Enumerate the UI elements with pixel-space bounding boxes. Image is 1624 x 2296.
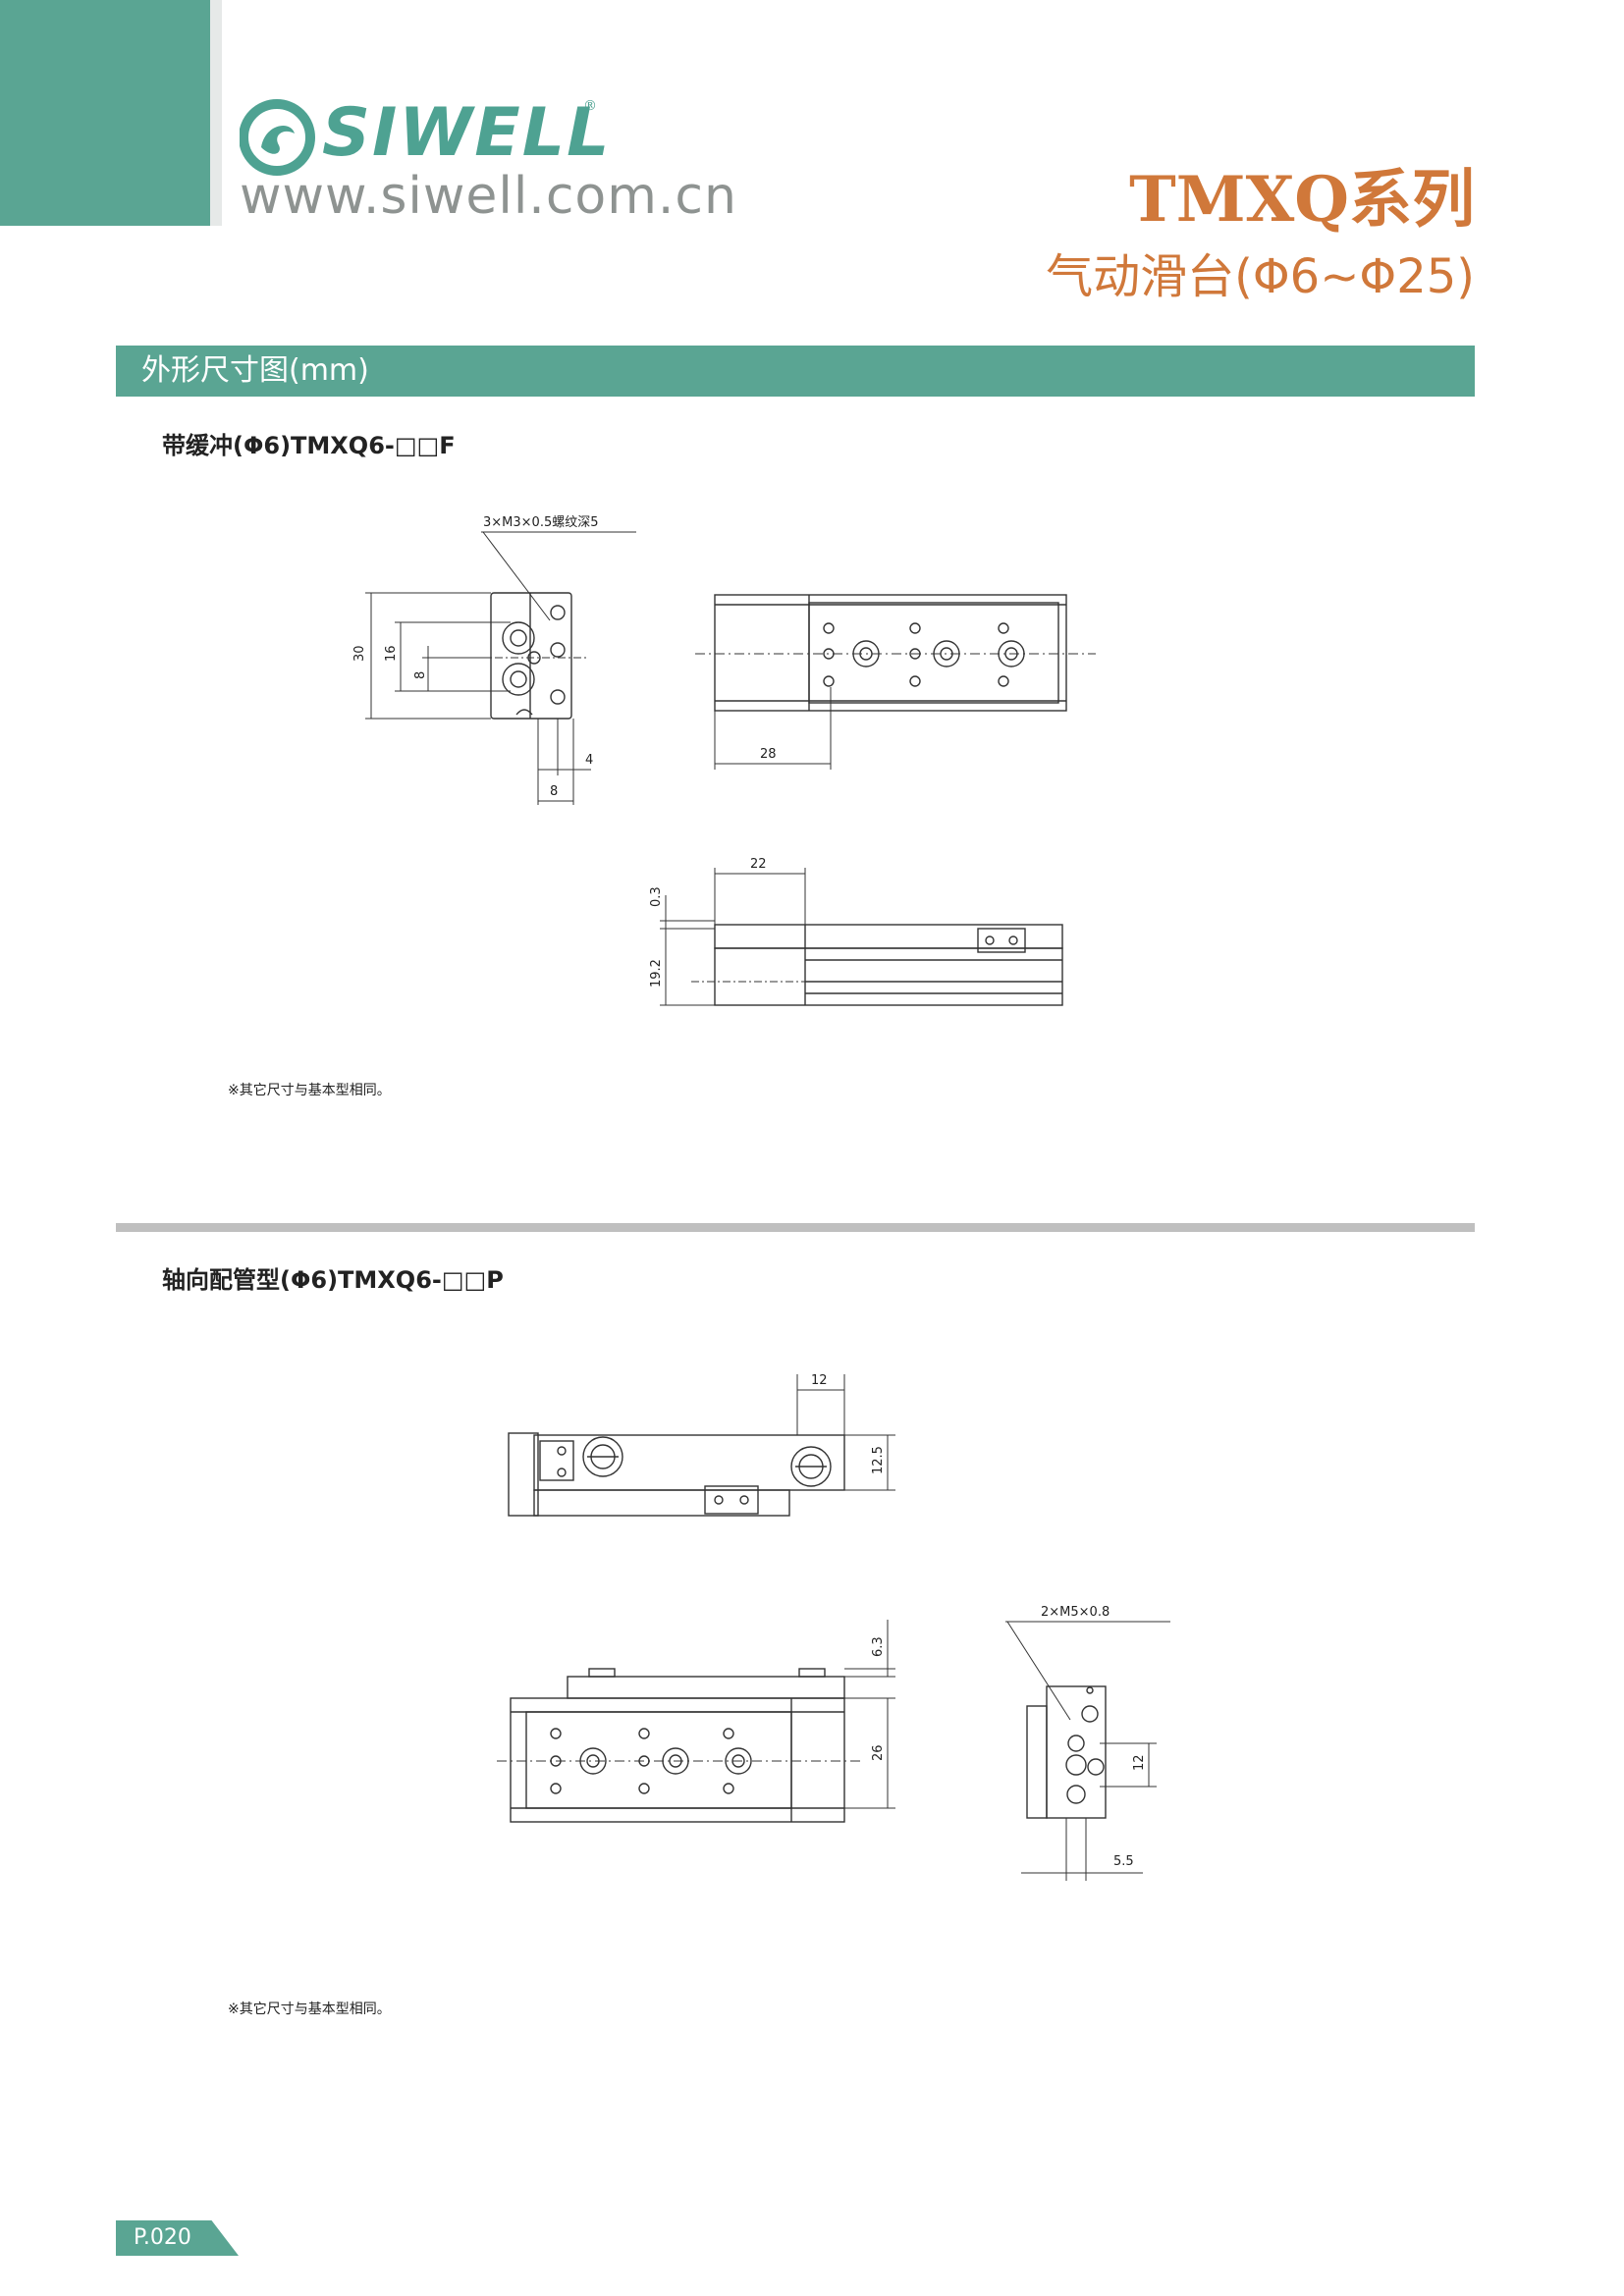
registered-mark: ® bbox=[583, 98, 597, 114]
series-subtitle: 气动滑台(Φ6~Φ25) bbox=[1046, 249, 1475, 304]
section-title: 外形尺寸图(mm) bbox=[116, 346, 1475, 397]
dim-12-top: 12 bbox=[811, 1373, 828, 1388]
brand-name: SIWELL bbox=[322, 94, 612, 172]
dim-4: 4 bbox=[585, 753, 593, 768]
part2-top-view bbox=[508, 1374, 895, 1517]
dim-12.5: 12.5 bbox=[871, 1446, 886, 1474]
part2-note: ※其它尺寸与基本型相同。 bbox=[228, 2002, 391, 2017]
corner-shadow bbox=[210, 0, 222, 226]
dim-6.3: 6.3 bbox=[871, 1636, 886, 1657]
dim-28: 28 bbox=[760, 747, 777, 762]
part2-callout: 2×M5×0.8 bbox=[1041, 1605, 1110, 1620]
dim-12-side: 12 bbox=[1132, 1754, 1147, 1771]
section-divider bbox=[116, 1223, 1475, 1232]
series-title: TMXQ系列 bbox=[1129, 163, 1475, 237]
logo-swirl-icon bbox=[239, 99, 315, 176]
website-url: www.siwell.com.cn bbox=[240, 167, 737, 226]
dim-22: 22 bbox=[750, 857, 767, 872]
part1-heading: 带缓冲(Φ6)TMXQ6-□□F bbox=[162, 432, 456, 459]
dim-16: 16 bbox=[384, 645, 399, 662]
dim-30: 30 bbox=[352, 645, 367, 662]
dim-26: 26 bbox=[871, 1744, 886, 1761]
dim-0.3: 0.3 bbox=[649, 886, 664, 907]
part1-end-view bbox=[365, 531, 636, 805]
part2-front-view bbox=[497, 1620, 895, 1823]
part2-end-view bbox=[1005, 1621, 1170, 1881]
part1-note: ※其它尺寸与基本型相同。 bbox=[228, 1083, 391, 1098]
part1-top-view bbox=[695, 594, 1096, 770]
part1-callout: 3×M3×0.5螺纹深5 bbox=[483, 515, 599, 530]
dim-19.2: 19.2 bbox=[649, 959, 664, 988]
brand-logo: SIWELL ® bbox=[239, 94, 613, 187]
dim-8-vertical: 8 bbox=[413, 671, 428, 679]
dim-5.5: 5.5 bbox=[1113, 1854, 1134, 1869]
part1-side-view bbox=[660, 868, 1063, 1006]
dim-8-horizontal: 8 bbox=[550, 784, 558, 799]
corner-color-block bbox=[0, 0, 210, 226]
part2-heading: 轴向配管型(Φ6)TMXQ6-□□P bbox=[162, 1266, 504, 1294]
